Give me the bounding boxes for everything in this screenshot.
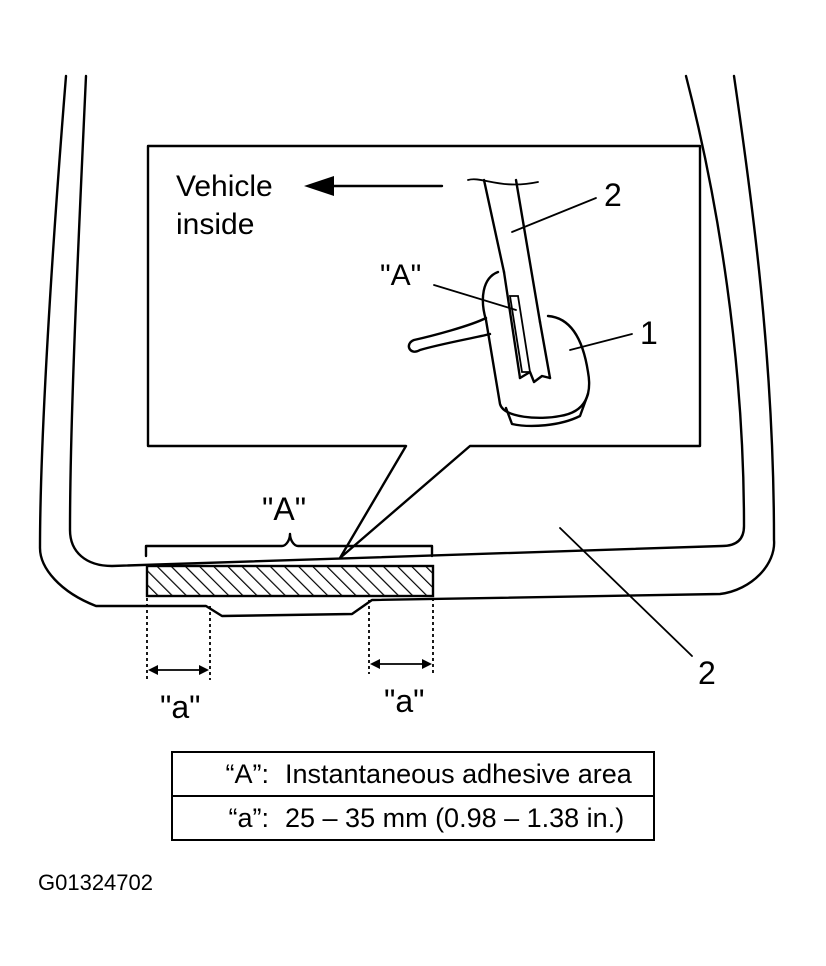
glass-inner-edge <box>68 74 746 568</box>
a-right-label: "a" <box>384 683 425 719</box>
part-2-inset-label: 2 <box>604 177 622 213</box>
vehicle-inside-label-line1: Vehicle <box>176 170 273 203</box>
adhesive-strip-inset <box>508 295 532 373</box>
figure-code: G01324702 <box>38 870 153 895</box>
leader-area-A-inset <box>433 284 517 311</box>
vehicle-inside-label-line2: inside <box>176 208 254 241</box>
vehicle-inside-arrow <box>304 176 444 196</box>
legend-key-a: “a”: <box>228 802 270 833</box>
molding-part-2 <box>467 178 552 384</box>
legend-value-a: 25 – 35 mm (0.98 – 1.38 in.) <box>285 802 625 833</box>
dimension-a-left <box>146 598 211 680</box>
legend-table: “A”: Instantaneous adhesive area “a”: 25 –… <box>171 751 655 841</box>
legend-value-A: Instantaneous adhesive area <box>285 758 632 789</box>
adhesive-area-hatched <box>145 564 435 598</box>
legend-key-A: “A”: <box>225 758 270 789</box>
part-1-label: 1 <box>640 315 658 351</box>
leader-part-2-main <box>559 527 693 657</box>
dimension-a-right <box>368 598 434 674</box>
clip-part-1 <box>407 270 591 428</box>
glass-outer-edge <box>38 74 776 618</box>
leader-part-2-inset <box>511 197 597 233</box>
area-A-inset-label: "A" <box>380 259 421 292</box>
a-left-label: "a" <box>160 689 201 725</box>
detail-callout-box <box>146 144 702 560</box>
legend-row-A: “A”: Instantaneous adhesive area <box>171 751 655 797</box>
legend-row-a: “a”: 25 – 35 mm (0.98 – 1.38 in.) <box>171 795 655 841</box>
area-A-brace <box>144 532 434 558</box>
area-A-main-label: "A" <box>262 491 306 527</box>
part-2-main-label: 2 <box>698 655 716 691</box>
leader-part-1 <box>569 333 633 351</box>
